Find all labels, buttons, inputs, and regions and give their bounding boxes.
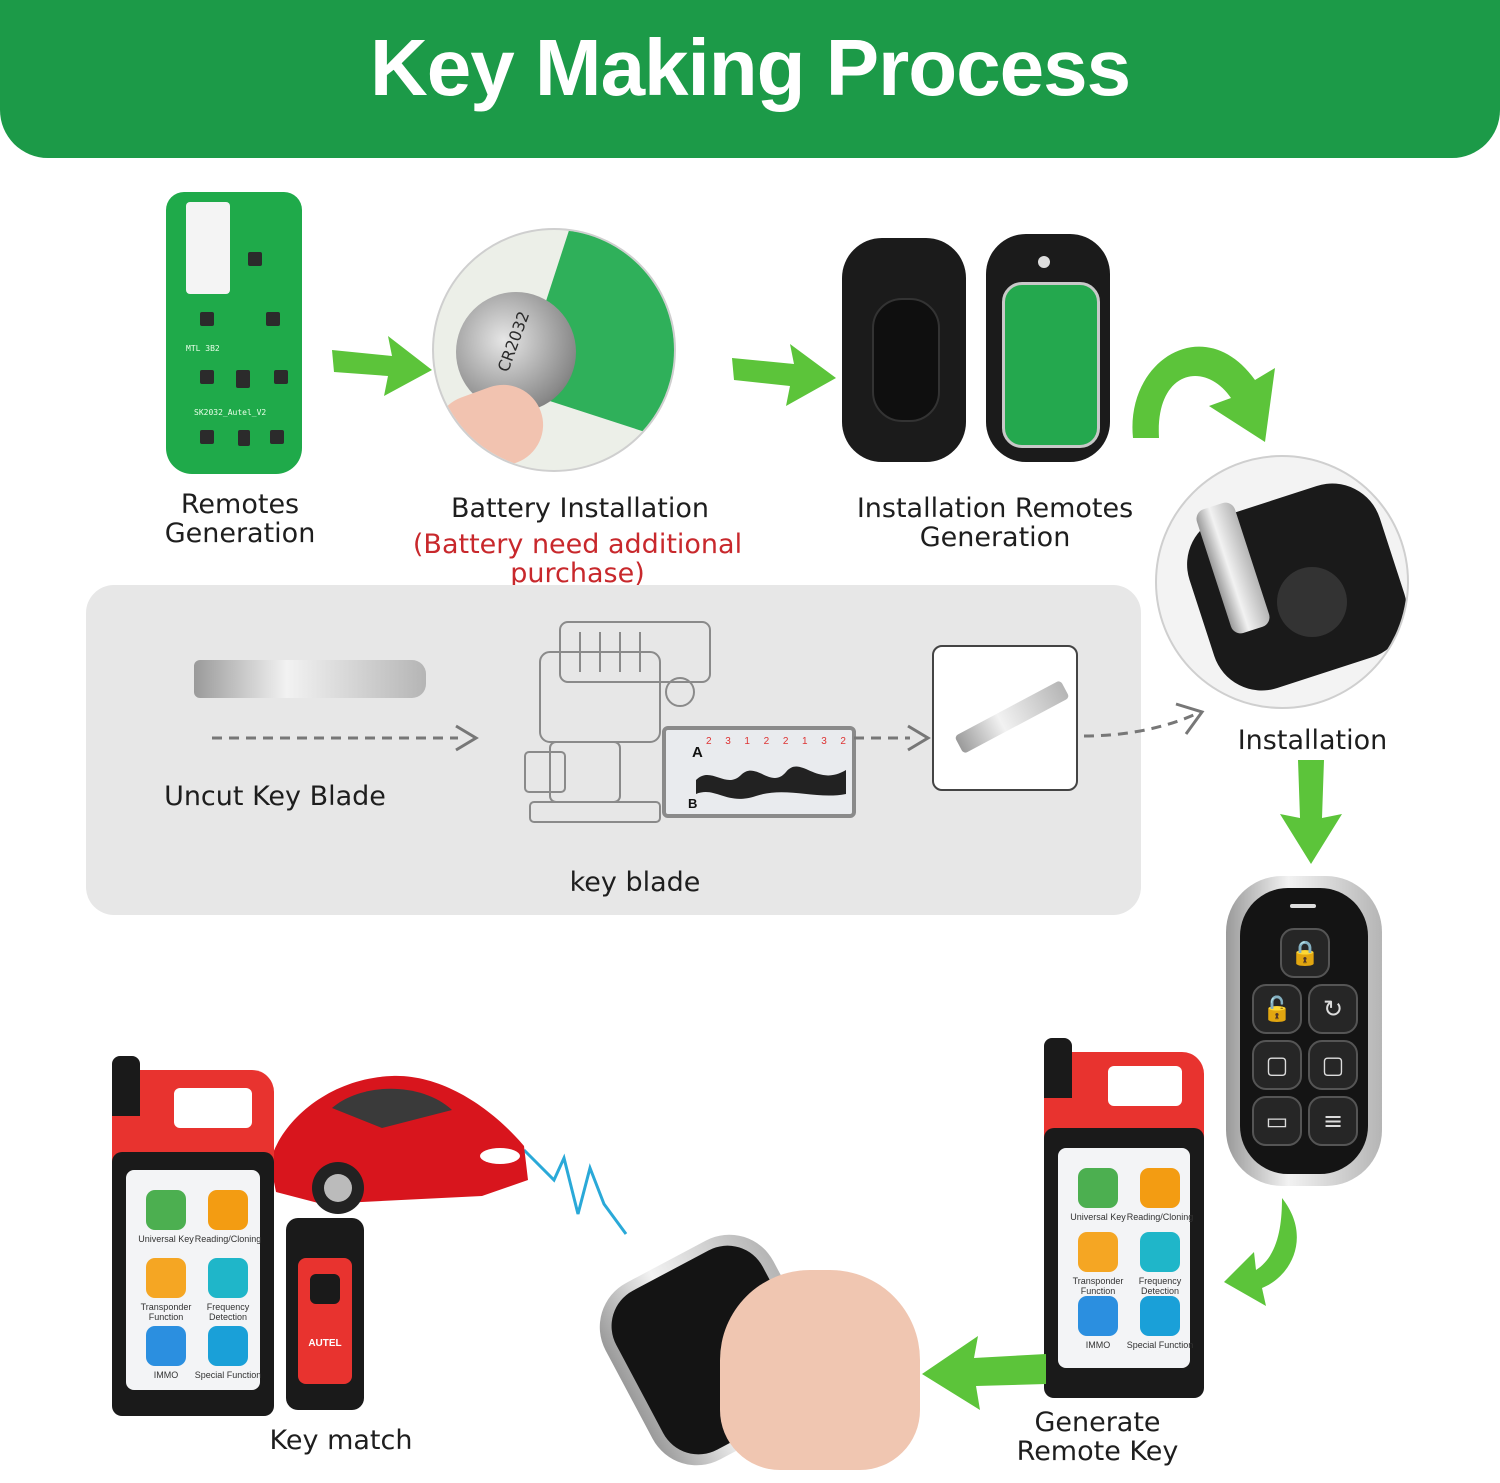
app-icon[interactable]: [1140, 1168, 1180, 1208]
battery-installation-image: CR2032: [432, 228, 676, 472]
unlock-button-icon: 🔓: [1252, 984, 1302, 1034]
step-installation-remotes-label: Installation Remotes Generation: [856, 493, 1134, 553]
app-icon[interactable]: [1140, 1296, 1180, 1336]
step-installation-label: Installation: [1237, 725, 1388, 756]
key-blade-label: key blade: [569, 867, 701, 898]
app-label: Universal Key: [1070, 1212, 1126, 1222]
cut-depth-value: 2: [840, 736, 846, 747]
app-label: Frequency Detection: [1138, 1276, 1182, 1296]
arrow-left-icon: [922, 1336, 1046, 1410]
step-generate-remote-key-label: Generate Remote Key: [1016, 1407, 1179, 1467]
step-remotes-generation-label: Remotes Generation: [164, 489, 316, 549]
light-button-icon: ≡: [1308, 1096, 1358, 1146]
key-cutting-machine-image: [524, 621, 711, 823]
page-title: Key Making Process: [369, 23, 1131, 112]
app-icon[interactable]: [208, 1326, 248, 1366]
remote-pcb-image: MTL 3B2 SK2032_Autel_V2: [166, 192, 302, 474]
app-icon[interactable]: [146, 1190, 186, 1230]
cut-depth-value: 2: [706, 736, 712, 747]
cut-depth-value: 1: [744, 736, 750, 747]
pcb-model-text: SK2032_Autel_V2: [194, 408, 267, 417]
uncut-key-blade-label: Uncut Key Blade: [164, 781, 386, 812]
trunk-button-icon: ▭: [1252, 1096, 1302, 1146]
uncut-key-blade-image: [194, 660, 426, 698]
cut-depth-value: 3: [821, 736, 827, 747]
fob-shell-back-image: [842, 238, 966, 462]
cut-depth-value: 3: [725, 736, 731, 747]
app-icon[interactable]: [1078, 1296, 1118, 1336]
app-icon[interactable]: [1078, 1232, 1118, 1272]
step-battery-installation-label: Battery Installation: [450, 493, 710, 524]
arrow-down-icon: [1280, 760, 1342, 864]
app-icon[interactable]: [208, 1190, 248, 1230]
app-icon[interactable]: [146, 1326, 186, 1366]
side-b-label: B: [688, 796, 698, 811]
wireless-signal-icon: [522, 1148, 628, 1235]
red-sports-car-image: [270, 1075, 528, 1214]
dashed-arrow-icon: [854, 724, 931, 752]
side-a-label: A: [692, 744, 703, 761]
app-label: Transponder Function: [1072, 1276, 1124, 1296]
cut-key-blade-image: [932, 645, 1078, 791]
app-label: Special Function: [194, 1370, 262, 1380]
app-label: IMMO: [153, 1370, 179, 1380]
arrow-right-icon: [732, 344, 836, 406]
app-label: IMMO: [1085, 1340, 1111, 1350]
key-cut-chart: A B 2 3 1 2 2 1 3 2: [662, 726, 856, 818]
obd-brand-text: AUTEL: [308, 1338, 342, 1349]
cut-depth-value: 2: [763, 736, 770, 747]
app-label: Transponder Function: [140, 1302, 192, 1322]
dashed-curve-arrow-icon: [1083, 702, 1205, 738]
remote-start-button-icon: ↻: [1308, 984, 1358, 1034]
battery-purchase-note: (Battery need additional purchase): [412, 529, 743, 589]
left-door-button-icon: ▢: [1252, 1040, 1302, 1090]
battery-model-text: CR2032: [493, 308, 534, 375]
app-label: Reading/Cloning: [1126, 1212, 1194, 1222]
lock-button-icon: 🔒: [1280, 928, 1330, 978]
cut-depth-value: 2: [782, 736, 789, 747]
app-label: Special Function: [1126, 1340, 1194, 1350]
obd-dongle-image: AUTEL: [286, 1218, 364, 1410]
app-icon[interactable]: [208, 1258, 248, 1298]
depth-row: 2 3 1 2 2 1 3 2: [706, 736, 846, 750]
cut-depth-value: 1: [802, 736, 808, 747]
app-icon[interactable]: [146, 1258, 186, 1298]
right-door-button-icon: ▢: [1308, 1040, 1358, 1090]
app-label: Frequency Detection: [206, 1302, 250, 1322]
fob-shell-front-image: [986, 234, 1110, 462]
app-label: Reading/Cloning: [194, 1234, 262, 1244]
dashed-arrow-icon: [212, 724, 479, 752]
app-icon[interactable]: [1078, 1168, 1118, 1208]
step-key-match-label: Key match: [269, 1425, 413, 1456]
app-icon[interactable]: [1140, 1232, 1180, 1272]
hand-holding-fob-image: [582, 1217, 920, 1483]
app-label: Universal Key: [138, 1234, 194, 1244]
curved-arrow-icon: [1224, 1198, 1297, 1306]
fcc-label: [186, 202, 230, 294]
pcb-mtl-text: MTL 3B2: [186, 344, 220, 353]
arrow-right-icon: [332, 336, 432, 396]
curved-arrow-icon: [1132, 346, 1275, 442]
installation-image: [1155, 455, 1409, 709]
header-banner: [0, 0, 1500, 158]
smart-key-fob-image: 🔒 🔓 ↻ ▢ ▢ ▭ ≡: [1226, 876, 1382, 1186]
